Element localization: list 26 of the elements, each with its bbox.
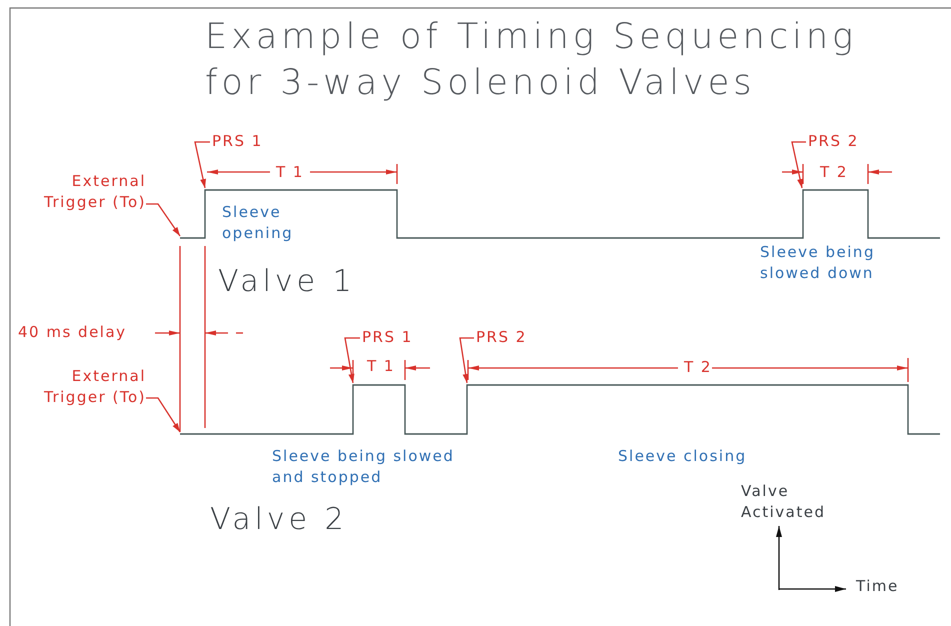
leader-line — [194, 141, 210, 188]
diagram-title: Example of Timing Sequencing for 3-way Solenoid Valves — [205, 16, 858, 105]
callout-label: PRS 1 — [212, 131, 263, 152]
dimension-label: T 2 — [684, 357, 712, 378]
leader-line — [344, 337, 360, 384]
dimension-label: T 1 — [276, 162, 304, 183]
axis-label: Time — [856, 576, 899, 597]
phase-label: Sleeve opening — [222, 202, 294, 244]
callout-label: External Trigger (To) — [14, 366, 146, 408]
leader-line — [791, 141, 806, 188]
callout-label: PRS 1 — [362, 327, 413, 348]
leader-line — [459, 337, 474, 384]
phase-label: Sleeve being slowed and stopped — [272, 446, 456, 488]
dimension-label: T 1 — [367, 356, 395, 377]
valve-label: Valve 1 — [218, 264, 356, 300]
leader-line — [146, 397, 181, 432]
dimension-label: T 2 — [820, 162, 848, 183]
callout-label: External Trigger (To) — [14, 171, 146, 213]
axis-label: Valve Activated — [741, 481, 826, 523]
phase-label: Sleeve closing — [618, 446, 747, 467]
leader-line — [146, 203, 181, 236]
callout-label: PRS 2 — [476, 327, 527, 348]
phase-label: Sleeve being slowed down — [760, 242, 876, 284]
valve-label: Valve 2 — [210, 502, 348, 538]
callout-label: PRS 2 — [808, 131, 859, 152]
dimension-label: 40 ms delay — [18, 322, 127, 343]
